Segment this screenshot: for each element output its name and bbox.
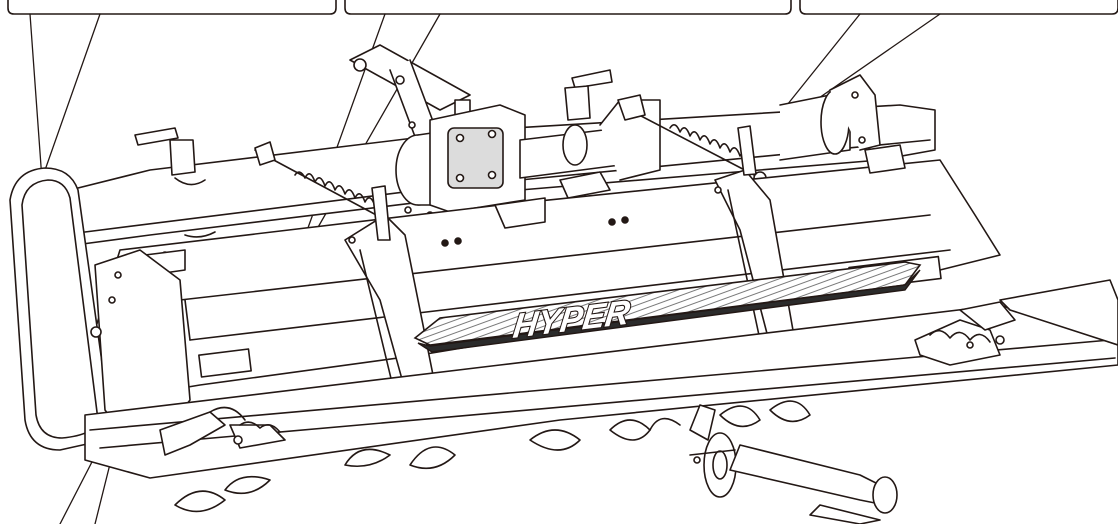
left-latch <box>159 406 286 456</box>
center-lever-handle <box>559 69 613 199</box>
drive-shaft <box>519 74 881 181</box>
callout-box-left <box>7 0 337 15</box>
gearbox <box>395 104 526 219</box>
gauge-wheel <box>689 404 737 498</box>
left-lever-handle <box>134 127 216 248</box>
right-latch <box>914 301 1016 366</box>
stand-leg <box>729 444 898 524</box>
hitch-tower <box>349 44 471 151</box>
callout-box-center <box>344 0 792 15</box>
tiller-tines <box>174 400 811 513</box>
callout-box-right <box>799 0 1118 15</box>
right-side-board <box>999 279 1118 346</box>
